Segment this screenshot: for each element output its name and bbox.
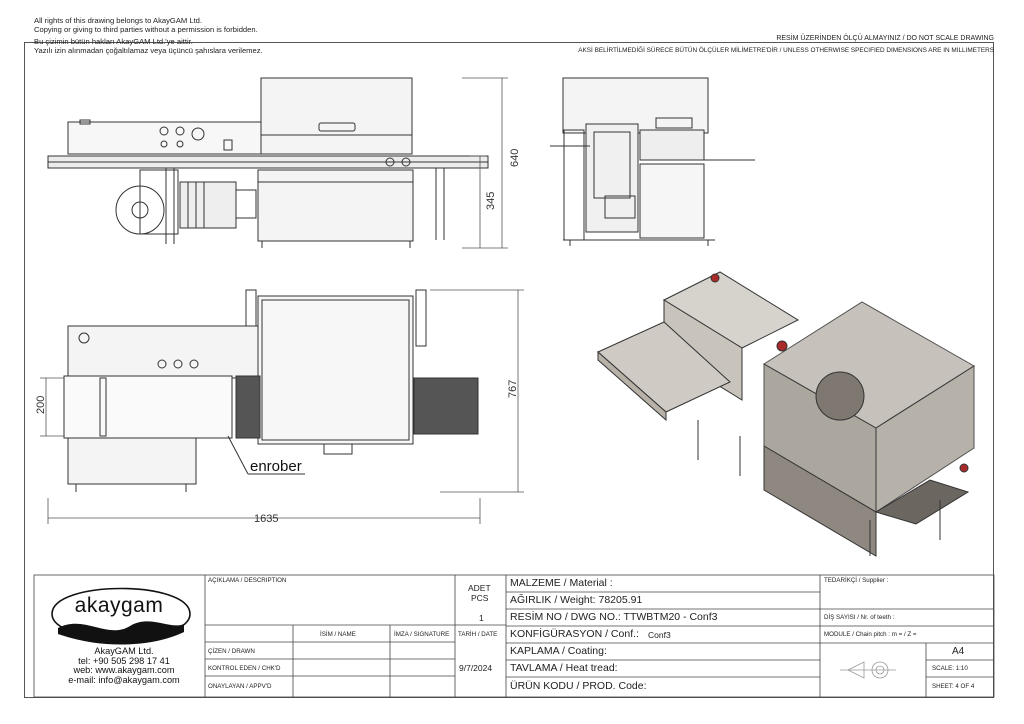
isometric-view — [597, 271, 975, 557]
top-dims — [40, 289, 524, 524]
dwg-no-field: RESİM NO / DWG NO.: TTWBTM20 - Conf3 — [510, 611, 718, 623]
projection-symbol-icon — [840, 661, 896, 679]
copyright-tr-2: Yazılı izin alınmadan çoğaltılamaz veya … — [34, 46, 263, 55]
description-label: AÇIKLAMA / DESCRIPTION — [208, 577, 287, 584]
units-note: AKSİ BELİRTİLMEDİĞİ SÜRECE BÜTÜN ÖLÇÜLER… — [578, 47, 994, 54]
paper-size: A4 — [952, 646, 965, 657]
signature-label: İMZA / SIGNATURE — [394, 631, 450, 638]
drawing-frame — [24, 42, 994, 698]
material-field: MALZEME / Material : — [510, 577, 613, 589]
approved-label: ONAYLAYAN / APPV'D — [208, 683, 272, 690]
front-dims — [462, 77, 508, 249]
teeth-field: DİŞ SAYISI / Nr. of teeth : — [824, 614, 895, 621]
name-label: İSİM / NAME — [320, 631, 356, 638]
company-name: AkayGAM Ltd. — [94, 646, 154, 656]
copyright-en-2: Copying or giving to third parties witho… — [34, 25, 258, 34]
logo-text: akaygam — [74, 594, 164, 617]
dim-width-inner: 200 — [35, 396, 47, 414]
dim-height-table: 345 — [485, 192, 497, 210]
dim-depth-total: 767 — [507, 380, 519, 398]
coating-field: KAPLAMA / Coating: — [510, 645, 607, 657]
date-value: 9/7/2024 — [459, 663, 493, 673]
enrober-callout: enrober — [250, 458, 302, 475]
checked-label: KONTROL EDEN / CHK'D — [208, 665, 281, 672]
weight-field: AĞIRLIK / Weight: 78205.91 — [510, 594, 643, 606]
logo-icon — [51, 587, 191, 645]
copyright-tr: Bu çizimin bütün hakları AkayGAM Ltd.'ye… — [34, 37, 193, 46]
prod-code-field: ÜRÜN KODU / PROD. Code: — [510, 680, 647, 692]
copyright-en: All rights of this drawing belongs to Ak… — [34, 16, 202, 25]
scale-note: RESİM ÜZERİNDEN ÖLÇÜ ALMAYINIZ / DO NOT … — [776, 35, 994, 42]
module-field: MODULE / Chain pitch : m = / Z = — [824, 631, 917, 638]
company-tel: tel: +90 505 298 17 41 — [78, 655, 170, 666]
pcs-label: PCS — [471, 593, 489, 603]
drawn-label: ÇİZEN / DRAWN — [208, 648, 255, 655]
heat-field: TAVLAMA / Heat tread: — [510, 662, 618, 674]
company-email: e-mail: info@akaygam.com — [68, 674, 180, 685]
supplier-field: TEDARİKÇİ / Supplier : — [824, 577, 889, 584]
adet-label: ADET — [468, 583, 491, 593]
sheet-field: SHEET: 4 OF 4 — [932, 683, 975, 690]
title-block-grid — [33, 574, 995, 698]
dim-length-total: 1635 — [254, 513, 278, 525]
top-view — [63, 289, 479, 492]
date-label: TARİH / DATE — [458, 631, 498, 638]
scale-field: SCALE: 1:10 — [932, 665, 968, 672]
company-contact: AkayGAM Ltd. tel: +90 505 298 17 41 web:… — [40, 646, 208, 685]
company-web: web: www.akaygam.com — [73, 665, 175, 675]
front-view — [47, 77, 489, 248]
conf-value: Conf3 — [648, 630, 671, 640]
pcs-value: 1 — [479, 613, 484, 623]
side-view — [550, 77, 755, 246]
dim-height-total: 640 — [509, 149, 521, 167]
conf-label: KONFİGÜRASYON / Conf.: — [510, 628, 639, 640]
